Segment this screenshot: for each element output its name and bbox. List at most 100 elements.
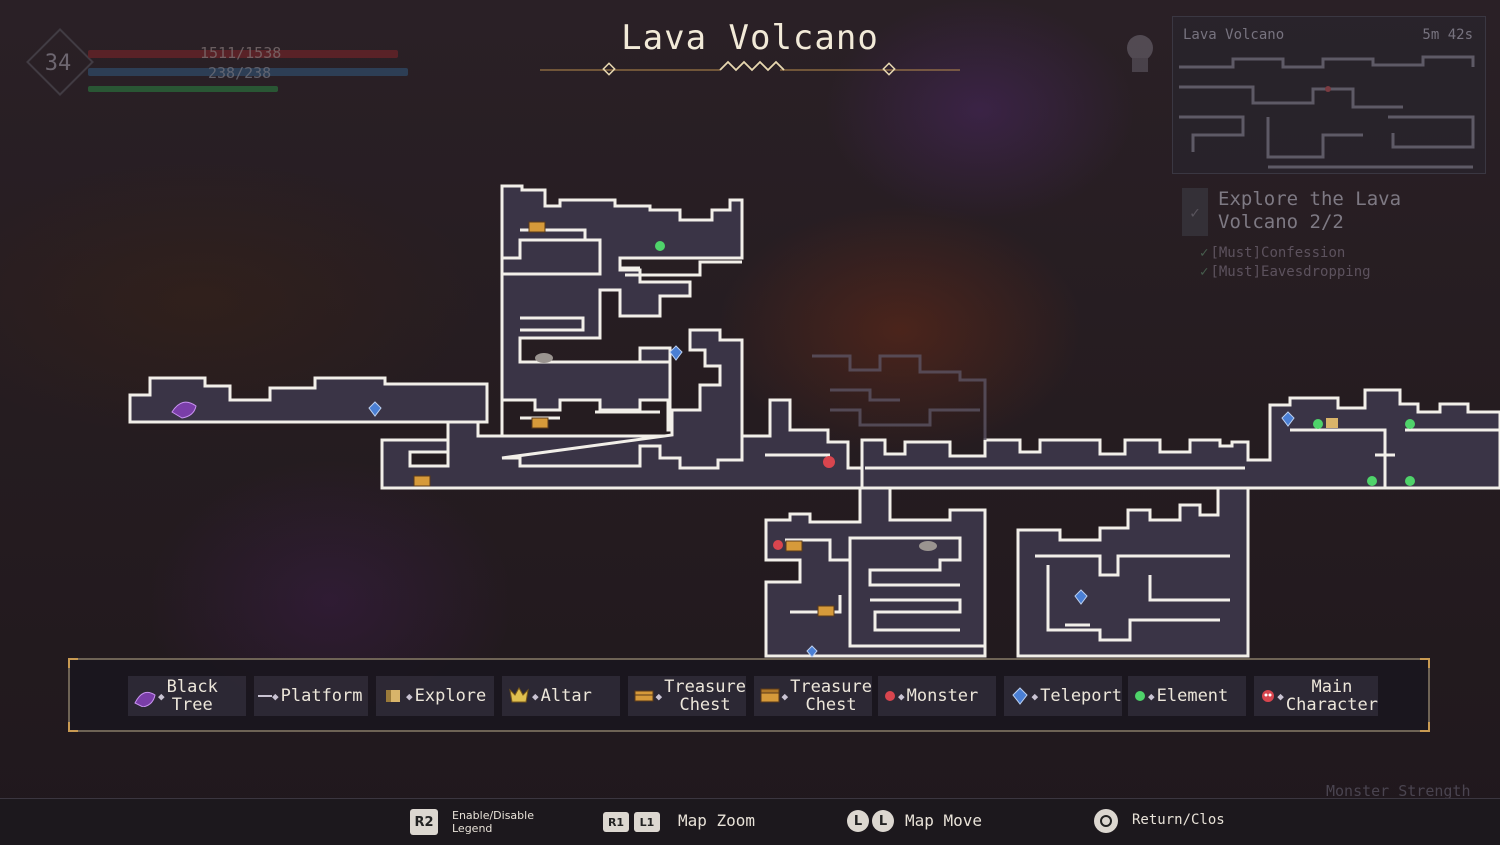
platform-icon bbox=[258, 683, 272, 709]
legend-label: Platform bbox=[280, 686, 363, 706]
legend-corner bbox=[1420, 722, 1430, 732]
teleport-icon bbox=[806, 645, 818, 658]
return-close-hint[interactable]: Return/Clos bbox=[1132, 812, 1225, 828]
legend-corner bbox=[68, 658, 78, 668]
monster-icon bbox=[882, 683, 898, 709]
teleport-icon bbox=[669, 345, 683, 361]
legend-label: Black Tree bbox=[166, 677, 218, 715]
element-icon bbox=[1405, 419, 1415, 429]
legend-label: Teleport bbox=[1040, 686, 1122, 706]
mp-bar bbox=[88, 68, 408, 76]
arrow-icon: ◆ bbox=[781, 689, 789, 703]
legend-label: Monster bbox=[906, 686, 979, 706]
element-icon bbox=[1367, 476, 1377, 486]
quest-subtask-label: [Must]Eavesdropping bbox=[1210, 264, 1371, 280]
legend-label: Altar bbox=[540, 686, 592, 706]
title-ornament bbox=[540, 60, 960, 76]
map-move-hint: Map Move bbox=[905, 811, 983, 830]
teleport-icon bbox=[1008, 683, 1031, 709]
legend-toggle-line-2: Legend bbox=[452, 822, 493, 835]
quest-title-line-1: Explore the Lava bbox=[1218, 188, 1402, 210]
legend-item-teleport: ◆ Teleport bbox=[1004, 676, 1122, 716]
legend-item-altar: ◆ Altar bbox=[502, 676, 620, 716]
monster-strength-label: Monster Strength bbox=[1326, 782, 1471, 800]
element-icon bbox=[655, 241, 665, 251]
treasure-chest-icon bbox=[817, 605, 835, 617]
check-icon: ✓ bbox=[1200, 264, 1209, 280]
element-icon bbox=[1132, 683, 1148, 709]
map-room-upper-complex bbox=[500, 184, 744, 435]
map-title: Lava Volcano bbox=[621, 18, 879, 58]
circle-button-icon[interactable] bbox=[1094, 809, 1118, 833]
quest-progress: 2/2 bbox=[1309, 211, 1344, 233]
treasure-chest-icon bbox=[632, 683, 655, 709]
treasure-chest-icon bbox=[413, 475, 431, 487]
control-hints-bar: R2 Enable/Disable Legend R1 L1 Map Zoom … bbox=[0, 798, 1500, 845]
legend-toggle-line-1: Enable/Disable bbox=[452, 809, 534, 822]
treasure-chest-icon bbox=[785, 540, 803, 552]
minimap-timer: 5m 42s bbox=[1422, 27, 1473, 43]
character-portrait-icon bbox=[1127, 35, 1153, 72]
altar-icon bbox=[506, 683, 532, 709]
legend-label: Treasure Chest bbox=[790, 677, 872, 715]
r2-button-icon[interactable]: R2 bbox=[410, 809, 438, 835]
legend-label: Treasure Chest bbox=[664, 677, 746, 715]
quest-subtask-label: [Must]Confession bbox=[1210, 245, 1346, 261]
treasure-chest-open-icon bbox=[758, 683, 781, 709]
quest-title: Explore the Lava Volcano 2/2 bbox=[1218, 188, 1401, 234]
monster-icon bbox=[773, 540, 783, 550]
platform-icon bbox=[919, 541, 937, 551]
arrow-icon: ◆ bbox=[1277, 689, 1284, 703]
teleport-icon bbox=[368, 401, 382, 417]
left-stick-icon[interactable]: L bbox=[872, 810, 894, 832]
map-zoom-hint: Map Zoom bbox=[678, 811, 756, 830]
arrow-icon: ◆ bbox=[655, 689, 663, 703]
explore-icon bbox=[380, 683, 406, 709]
hp-value: 1511/1538 bbox=[200, 44, 282, 62]
legend-item-monster: ◆ Monster bbox=[878, 676, 996, 716]
map-room-lower-right-maze bbox=[1016, 486, 1250, 658]
element-icon bbox=[1405, 476, 1415, 486]
map-legend: ◆ Black Tree ◆ Platform ◆ Explore ◆ Alta… bbox=[68, 658, 1430, 732]
black-tree-icon bbox=[132, 683, 158, 709]
quest-subtask: ✓[Must]Confession bbox=[1200, 245, 1345, 261]
black-tree-icon bbox=[171, 401, 197, 419]
check-icon: ✓ bbox=[1200, 245, 1209, 261]
arrow-icon: ◆ bbox=[158, 689, 165, 703]
arrow-icon: ◆ bbox=[406, 689, 413, 703]
l1-button-icon[interactable]: L1 bbox=[634, 812, 660, 832]
arrow-icon: ◆ bbox=[1031, 689, 1039, 703]
minimap: Lava Volcano 5m 42s bbox=[1172, 16, 1486, 174]
legend-toggle-hint[interactable]: Enable/Disable Legend bbox=[452, 809, 534, 835]
legend-item-treasure-chest: ◆ Treasure Chest bbox=[628, 676, 746, 716]
legend-item-main-character: ◆ Main Character bbox=[1254, 676, 1378, 716]
legend-label: Explore bbox=[414, 686, 487, 706]
element-icon bbox=[1313, 419, 1323, 429]
legend-corner bbox=[68, 722, 78, 732]
quest-complete-checkbox: ✓ bbox=[1182, 188, 1208, 236]
arrow-icon: ◆ bbox=[532, 689, 539, 703]
legend-item-black-tree: ◆ Black Tree bbox=[128, 676, 246, 716]
map-room-upper-right bbox=[501, 328, 744, 470]
mp-value: 238/238 bbox=[208, 64, 272, 82]
r1-button-icon[interactable]: R1 bbox=[603, 812, 629, 832]
arrow-icon: ◆ bbox=[898, 689, 905, 703]
circle-glyph-icon bbox=[1100, 815, 1112, 827]
treasure-chest-icon bbox=[531, 417, 549, 429]
legend-label: Element bbox=[1156, 686, 1229, 706]
left-stick-icon[interactable]: L bbox=[847, 810, 869, 832]
legend-item-explore: ◆ Explore bbox=[376, 676, 494, 716]
hp-bar bbox=[88, 50, 398, 58]
legend-item-platform: ◆ Platform bbox=[254, 676, 368, 716]
main-character-icon bbox=[823, 456, 835, 468]
main-character-icon bbox=[1258, 683, 1277, 709]
legend-item-element: ◆ Element bbox=[1128, 676, 1246, 716]
map-room-left-corridor bbox=[128, 376, 489, 424]
minimap-layout bbox=[1179, 55, 1475, 169]
legend-item-treasure-chest-open: ◆ Treasure Chest bbox=[754, 676, 872, 716]
quest-title-line-2: Volcano bbox=[1218, 211, 1310, 233]
player-level-badge: 34 bbox=[30, 26, 86, 100]
teleport-icon bbox=[1281, 411, 1295, 427]
treasure-chest-icon bbox=[528, 221, 546, 233]
